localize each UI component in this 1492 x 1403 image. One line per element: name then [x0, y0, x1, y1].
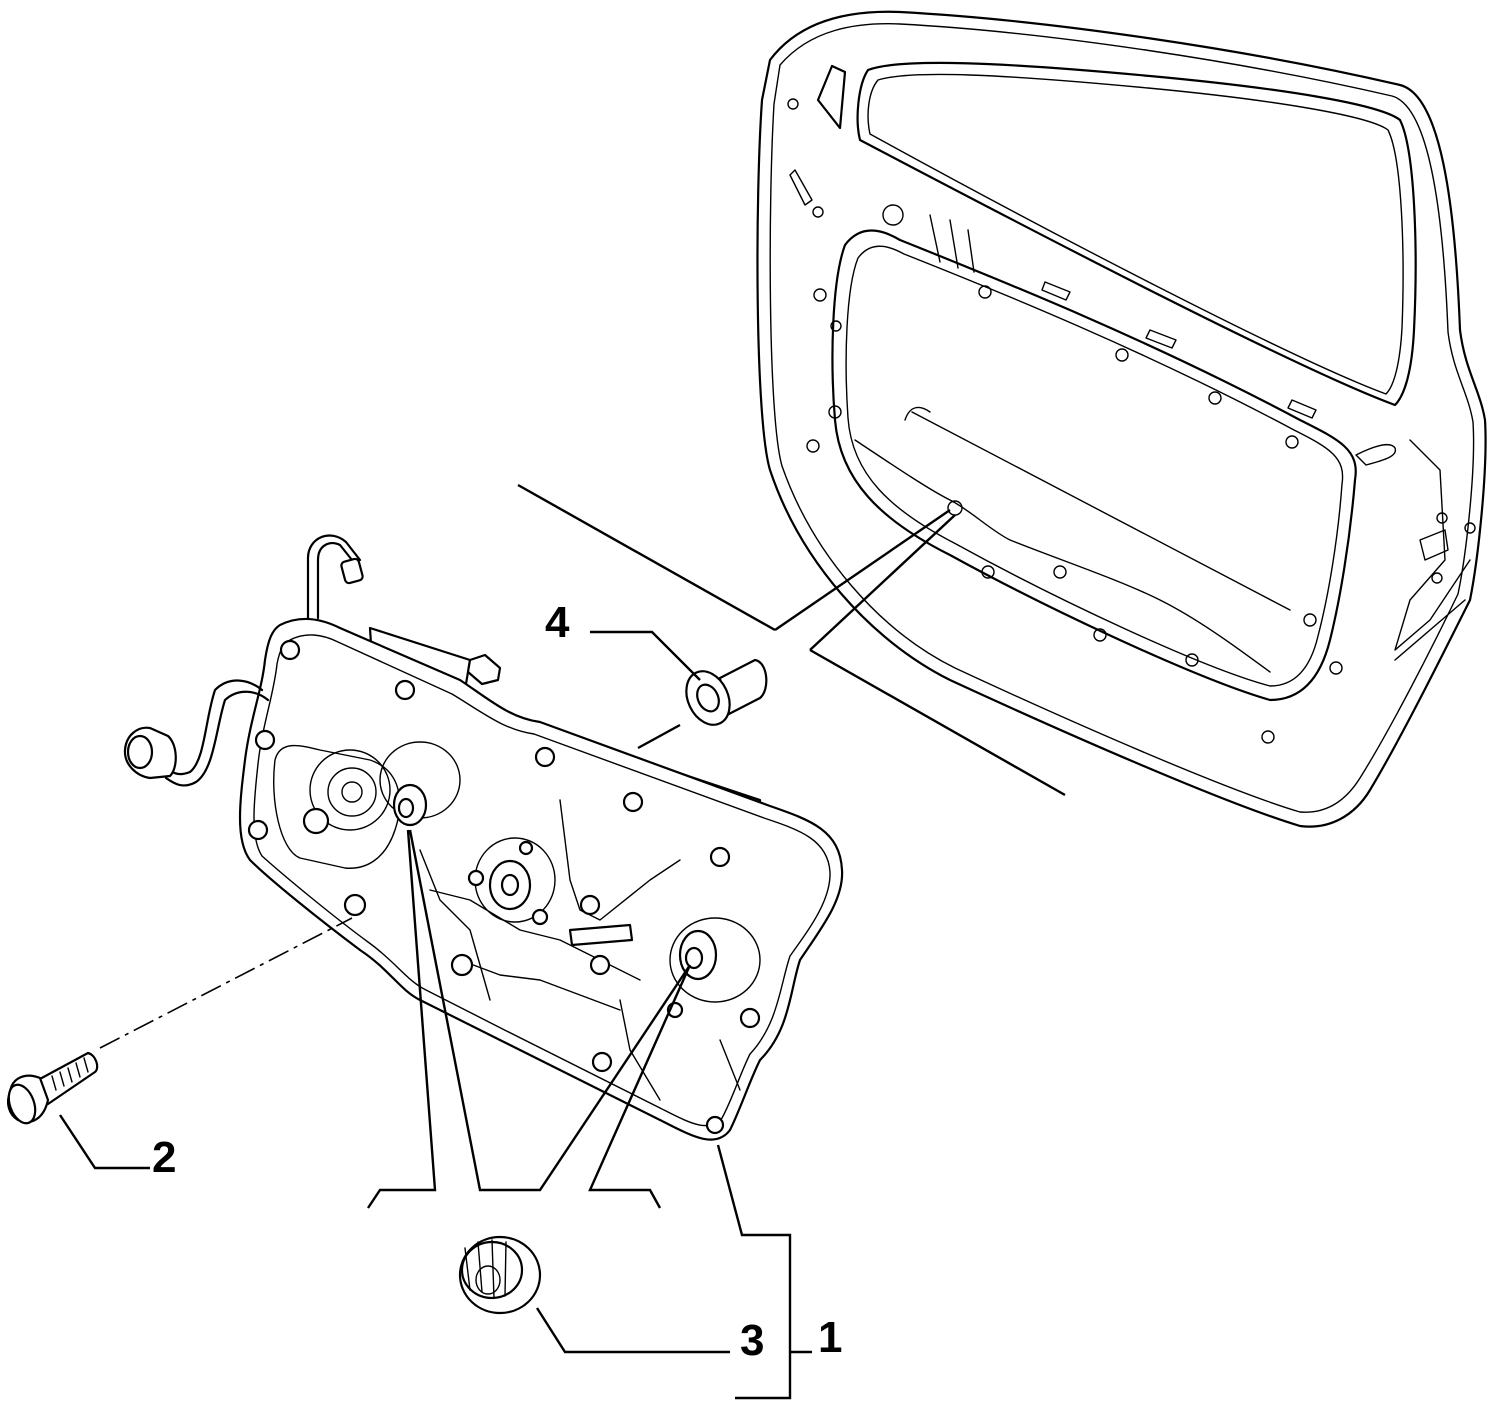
callout-part-4: 4 — [545, 598, 570, 647]
panel-holes — [247, 639, 761, 1135]
callout-part-3: 3 — [740, 1316, 764, 1365]
pulley-hole-upper — [379, 741, 461, 827]
nut-bushing — [685, 658, 768, 726]
callout-labels: 4 2 3 1 — [152, 598, 842, 1365]
bolt — [7, 1051, 99, 1125]
callout-part-2: 2 — [152, 1133, 176, 1182]
window-regulator-panel — [123, 534, 844, 1141]
callout-part-1: 1 — [818, 1313, 842, 1362]
door-holes — [787, 98, 1476, 744]
leader-lines — [58, 483, 1066, 1400]
door-frame — [756, 10, 1487, 828]
plug-cap — [458, 1235, 542, 1315]
motor-hub — [273, 744, 401, 869]
